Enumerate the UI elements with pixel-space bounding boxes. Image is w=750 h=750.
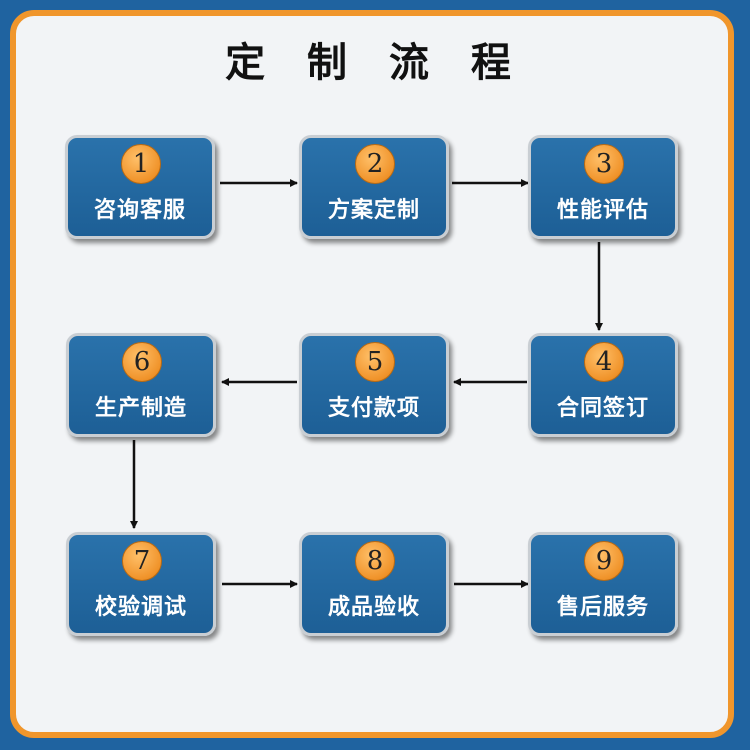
step-number-badge: 9: [584, 541, 624, 581]
step-number-badge: 4: [584, 342, 624, 382]
step-label: 方案定制: [327, 198, 420, 223]
step-5: 5 支付款项: [299, 333, 449, 437]
step-label: 性能评估: [556, 198, 649, 223]
step-label: 咨询客服: [93, 198, 186, 223]
step-label: 生产制造: [94, 396, 187, 421]
diagram-title: 定 制 流 程: [225, 40, 525, 86]
step-label: 合同签订: [556, 396, 649, 421]
step-number-badge: 6: [122, 342, 162, 382]
step-label: 成品验收: [327, 595, 420, 620]
step-number-badge: 3: [584, 144, 624, 184]
step-number-badge: 8: [355, 541, 395, 581]
step-1: 1 咨询客服: [65, 135, 215, 239]
step-9: 9 售后服务: [528, 532, 678, 636]
step-7: 7 校验调试: [66, 532, 216, 636]
step-2: 2 方案定制: [299, 135, 449, 239]
step-3: 3 性能评估: [528, 135, 678, 239]
step-4: 4 合同签订: [528, 333, 678, 437]
step-label: 校验调试: [94, 595, 187, 620]
step-number-badge: 5: [355, 342, 395, 382]
step-number-badge: 2: [355, 144, 395, 184]
step-8: 8 成品验收: [299, 532, 449, 636]
step-label: 支付款项: [327, 396, 420, 421]
step-6: 6 生产制造: [66, 333, 216, 437]
step-number-badge: 1: [121, 144, 161, 184]
step-label: 售后服务: [556, 595, 649, 620]
step-number-badge: 7: [122, 541, 162, 581]
